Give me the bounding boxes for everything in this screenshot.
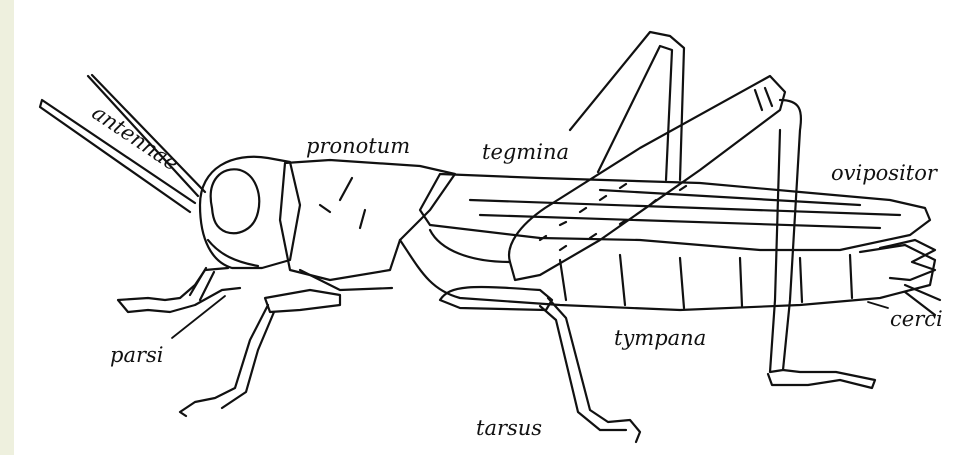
label-parsi: parsi [110, 345, 164, 366]
tegmina-wing [420, 174, 930, 250]
far-hind-leg [570, 32, 684, 180]
hind-tibia [768, 100, 875, 388]
label-pronotum: pronotum [306, 136, 410, 157]
label-tympana: tympana [614, 328, 706, 349]
label-cerci: cerci [890, 309, 943, 330]
label-ovipositor: ovipositor [831, 163, 937, 184]
label-tegmina: tegmina [482, 142, 569, 163]
label-tarsus: tarsus [476, 418, 542, 439]
front-leg [180, 290, 340, 416]
mouthparts [118, 268, 240, 312]
cerci-leader-line [868, 302, 888, 308]
